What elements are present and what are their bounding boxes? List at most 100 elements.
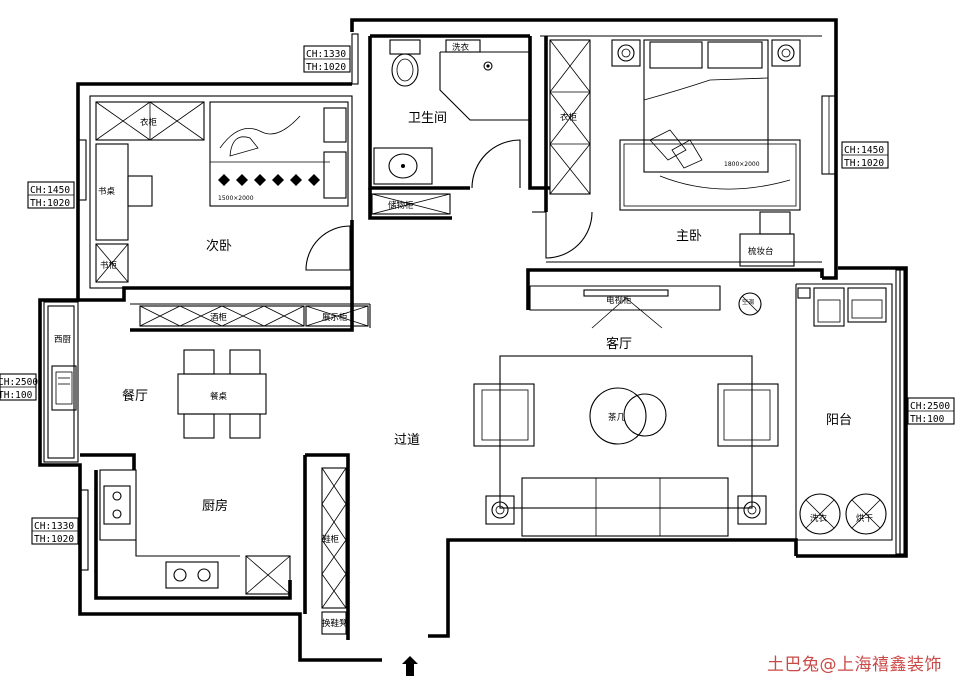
door-second-bedroom xyxy=(305,225,351,271)
bed-second xyxy=(209,101,349,207)
second-bedroom-furniture xyxy=(95,101,349,283)
label-balcony: 阳台 xyxy=(826,413,852,428)
svg-text:TH:1020: TH:1020 xyxy=(306,62,346,73)
label-tv-cabinet: 电视柜 xyxy=(606,295,632,306)
watermark: 土巴兔@上海禧鑫装饰 xyxy=(767,655,942,675)
doors xyxy=(305,139,593,271)
label-display-cabinet: 展示柜 xyxy=(322,312,348,323)
bookshelf xyxy=(95,243,129,283)
label-dining-table: 餐桌 xyxy=(210,391,228,402)
chair-2 xyxy=(229,349,261,375)
chair-1 xyxy=(183,349,215,375)
storage-cabinet xyxy=(371,193,451,215)
window-frames xyxy=(43,33,905,571)
svg-text:TH:1020: TH:1020 xyxy=(30,198,70,209)
entrance-arrow-icon xyxy=(402,656,418,676)
shoe-bench xyxy=(321,611,347,635)
fridge xyxy=(245,555,291,595)
label-wardrobe-master: 衣柜 xyxy=(560,112,578,123)
stove xyxy=(165,561,219,589)
kitchen-furniture xyxy=(103,467,347,635)
window-tag-west-kitchen: CH:2500 TH:100 xyxy=(0,373,38,401)
sink xyxy=(373,147,433,185)
window-tag-balcony: CH:2500 TH:100 xyxy=(907,397,955,425)
label-bookshelf: 书柜 xyxy=(100,260,118,271)
label-second-bedroom: 次卧 xyxy=(206,238,232,254)
svg-text:CH:1330: CH:1330 xyxy=(306,49,346,60)
balcony-oven xyxy=(847,287,887,323)
chair-4 xyxy=(229,413,261,439)
toilet xyxy=(391,53,419,87)
tv-cabinet xyxy=(583,289,669,297)
interior-walls xyxy=(78,34,893,600)
dryer-machine xyxy=(845,493,887,535)
window-tag-kitchen: CH:1330 TH:1020 xyxy=(31,517,79,545)
laundry-machine xyxy=(799,493,841,535)
svg-text:CH:1450: CH:1450 xyxy=(30,185,70,196)
armchair-right xyxy=(717,383,779,447)
dining-furniture xyxy=(51,349,267,439)
bathroom-fixtures xyxy=(373,39,493,185)
living-room-furniture xyxy=(473,289,779,537)
label-storage-cabinet: 储物柜 xyxy=(388,200,414,211)
room-labels: 卫生间 主卧 次卧 客厅 餐厅 过道 厨房 阳台 xyxy=(122,111,852,514)
end-table-left xyxy=(485,495,515,525)
west-kitchen-sink xyxy=(51,365,77,411)
label-wash-machine: 洗衣 xyxy=(452,42,470,53)
wardrobe-master xyxy=(549,39,591,195)
label-shoe-cabinet: 鞋柜 xyxy=(322,534,340,545)
label-coffee-table: 茶几 xyxy=(608,412,626,423)
svg-text:CH:2500: CH:2500 xyxy=(910,401,950,412)
label-air-conditioner: 空调 xyxy=(742,298,754,306)
label-dryer: 烘干 xyxy=(856,513,874,524)
label-kitchen: 厨房 xyxy=(202,498,228,514)
master-bedroom-furniture xyxy=(549,39,801,267)
chair-3 xyxy=(183,413,215,439)
furniture-labels: 衣柜 书桌 书柜 1500×2000 酒柜 展示柜 西厨 餐桌 洗衣 储物柜 衣… xyxy=(54,42,874,629)
air-conditioner xyxy=(738,292,762,316)
label-dining-room: 餐厅 xyxy=(122,388,148,404)
end-table-right xyxy=(737,495,767,525)
label-bed-size-second: 1500×2000 xyxy=(218,195,254,202)
svg-text:TH:1020: TH:1020 xyxy=(34,534,74,545)
label-shoe-bench: 换鞋凳 xyxy=(322,618,348,629)
label-desk: 书桌 xyxy=(98,186,116,197)
window-tags: CH:1330 TH:1020 CH:1450 TH:1020 CH:1450 … xyxy=(0,45,955,545)
window-tag-bathroom: CH:1330 TH:1020 xyxy=(303,45,351,73)
svg-text:CH:1450: CH:1450 xyxy=(844,145,884,156)
label-master-bedroom: 主卧 xyxy=(676,229,702,244)
label-corridor: 过道 xyxy=(394,433,420,448)
bed-master xyxy=(643,39,769,173)
wash-machine xyxy=(445,39,481,53)
balcony-sink xyxy=(813,287,845,327)
cabinet-row xyxy=(139,193,451,327)
label-wardrobe-second: 衣柜 xyxy=(140,117,158,128)
label-bathroom: 卫生间 xyxy=(408,111,447,126)
label-laundry: 洗衣 xyxy=(810,513,828,524)
balcony-furniture xyxy=(797,287,887,535)
svg-text:CH:2500: CH:2500 xyxy=(0,377,38,388)
label-bed-size-master: 1800×2000 xyxy=(724,161,760,168)
svg-text:CH:1330: CH:1330 xyxy=(34,521,74,532)
nightstand-right xyxy=(771,39,801,67)
label-wine-cabinet: 酒柜 xyxy=(210,312,228,323)
label-living-room: 客厅 xyxy=(606,336,632,352)
shoe-cabinet xyxy=(321,467,347,609)
dining-table xyxy=(177,373,267,415)
window-tag-second: CH:1450 TH:1020 xyxy=(27,181,75,209)
label-western-kitchen: 西厨 xyxy=(54,335,72,345)
svg-text:TH:100: TH:100 xyxy=(0,390,33,401)
armchair-left xyxy=(473,383,535,447)
coffee-table-large xyxy=(589,387,647,445)
nightstand-left xyxy=(611,39,641,67)
kitchen-sink xyxy=(103,485,131,525)
svg-text:TH:100: TH:100 xyxy=(910,414,945,425)
display-cabinet xyxy=(305,305,369,327)
svg-text:TH:1020: TH:1020 xyxy=(844,158,884,169)
window-tag-master: CH:1450 TH:1020 xyxy=(841,141,889,169)
door-bathroom xyxy=(471,139,521,189)
door-master xyxy=(545,211,593,259)
coffee-table-small xyxy=(623,393,667,437)
label-dresser: 梳妆台 xyxy=(748,246,774,257)
